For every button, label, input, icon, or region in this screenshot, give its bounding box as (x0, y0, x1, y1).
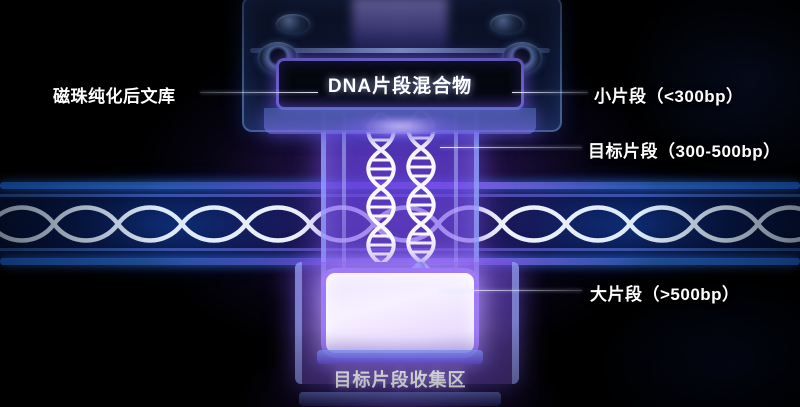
label-large-fragment: 大片段（>500bp） (590, 285, 740, 304)
leader-line-small-fragment (512, 92, 588, 93)
label-bead-purified-library: 磁珠纯化后文库 (53, 87, 176, 106)
label-small-fragment: 小片段（<300bp） (594, 87, 744, 106)
leader-line-large-fragment (440, 290, 582, 291)
label-target-fragment: 目标片段（300-500bp） (588, 142, 781, 161)
leader-line-target-fragment (440, 147, 582, 148)
leader-line-bead-purified-library (200, 92, 318, 93)
